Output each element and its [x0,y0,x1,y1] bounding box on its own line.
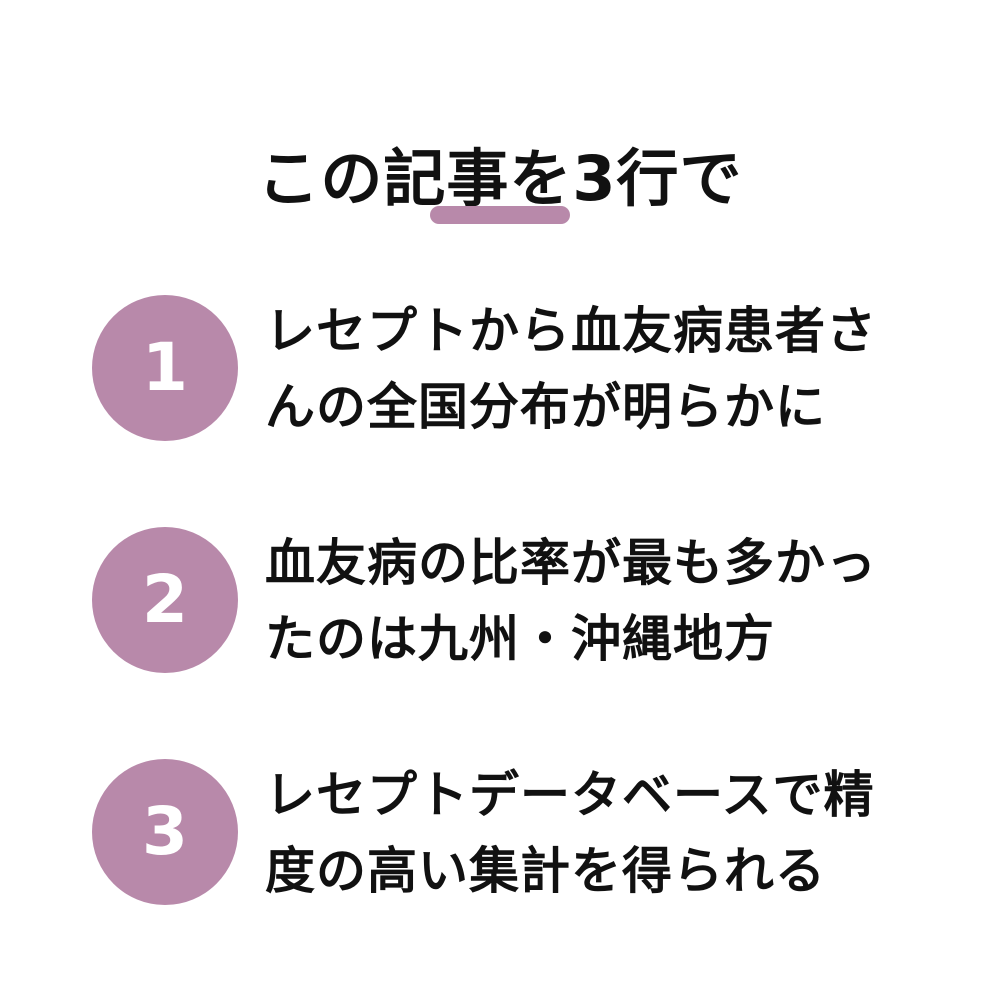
summary-text-line: レセプトデータベースで精 [265,766,875,824]
summary-text: レセプトから血友病患者さ んの全国分布が明らかに [265,293,925,445]
page-title: この記事を3行で [257,141,743,215]
number-badge: 3 [92,759,238,905]
title-underline [430,206,570,224]
summary-item-3: 3 レセプトデータベースで精 度の高い集計を得られる [0,757,1000,907]
summary-text: レセプトデータベースで精 度の高い集計を得られる [265,757,925,909]
summary-text-line: んの全国分布が明らかに [265,378,826,436]
summary-text: 血友病の比率が最も多かっ たのは九州・沖縄地方 [265,525,925,677]
number-badge: 1 [92,295,238,441]
summary-text-line: レセプトから血友病患者さ [265,302,877,360]
number-badge: 2 [92,527,238,673]
summary-item-2: 2 血友病の比率が最も多かっ たのは九州・沖縄地方 [0,525,1000,675]
summary-text-line: 度の高い集計を得られる [265,842,826,900]
summary-text-line: たのは九州・沖縄地方 [265,610,775,668]
summary-item-1: 1 レセプトから血友病患者さ んの全国分布が明らかに [0,293,1000,443]
summary-text-line: 血友病の比率が最も多かっ [265,534,877,592]
